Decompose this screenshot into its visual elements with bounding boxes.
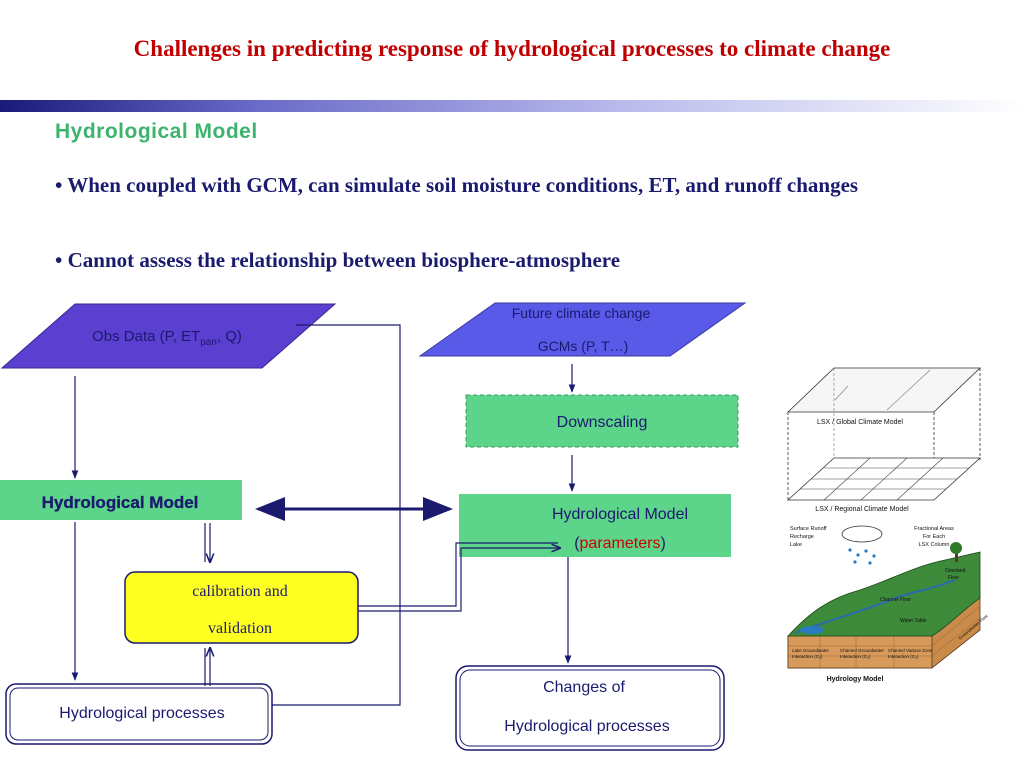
- figure-mid-label: LSX / Regional Climate Model: [815, 506, 909, 513]
- bottom-label-0: Lake Groundwater: [792, 648, 830, 653]
- cloud-icon: [841, 525, 883, 543]
- bullet-biosphere: • Cannot assess the relationship between…: [55, 248, 621, 272]
- bottom-label-1: Interaction (C₀): [792, 654, 823, 659]
- connectors: [71, 324, 576, 706]
- hydrology-model-figure: LSX / Global Climate Model LSX / Regiona…: [778, 365, 989, 683]
- figure-right-label-0: Fractional Areas: [914, 526, 954, 532]
- double-line-e: [358, 542, 558, 607]
- gcm-label: GCMs (P, T…): [538, 338, 629, 354]
- terrain-surface: [787, 551, 981, 637]
- downscaling-node: Downscaling: [465, 394, 739, 448]
- figure-left-label-1: Recharge: [790, 534, 814, 540]
- changes-label-line1: Changes of: [543, 679, 625, 696]
- rain-drops-icon: [848, 548, 876, 565]
- figure-right-label-1: For Each: [923, 534, 945, 540]
- terrain-label-3: Water Table: [900, 618, 927, 624]
- figure-bottom-label: Hydrology Model: [827, 676, 884, 683]
- terrain-label-2: Channel Flow: [880, 597, 911, 603]
- hydro-model-left-node: Hydrological Model: [0, 480, 242, 520]
- parameters-label: (parameters): [574, 535, 666, 552]
- tree-icon: [950, 542, 962, 554]
- obs-data-node: Obs Data (P, ETpan, Q): [0, 303, 337, 369]
- bottom-label-5: Interaction (C₀): [888, 654, 919, 659]
- downscaling-label: Downscaling: [557, 414, 648, 431]
- figure-right-label-2: LSX Column: [919, 542, 950, 548]
- hydro-processes-left-label: Hydrological processes: [59, 705, 224, 722]
- future-climate-node: Future climate change GCMs (P, T…): [418, 302, 747, 357]
- title-divider: [0, 100, 1024, 112]
- tree-trunk-icon: [955, 552, 958, 562]
- hydro-processes-left-node: Hydrological processes: [5, 683, 273, 745]
- section-heading: Hydrological Model: [55, 120, 258, 143]
- hydro-model-left-label: Hydrological Model: [42, 493, 199, 512]
- hydro-model-right-label: Hydrological Model: [552, 506, 688, 523]
- future-climate-label: Future climate change: [512, 305, 651, 321]
- double-line-f: [358, 548, 560, 612]
- channel-stream: [794, 579, 956, 634]
- calibration-node: calibration and validation: [124, 571, 359, 644]
- lake-shape: [800, 626, 824, 634]
- changes-label-line2: Hydrological processes: [504, 718, 669, 735]
- hydro-model-right-node: Hydrological Model (parameters): [459, 494, 731, 557]
- bottom-label-4: Channel Vadose Zone: [888, 648, 933, 653]
- figure-left-label-2: Lake: [790, 542, 802, 548]
- bottom-label-2: Channel Groundwater: [840, 648, 885, 653]
- bottom-label-3: Interaction (C₀): [840, 654, 871, 659]
- calibration-label: calibration and: [192, 583, 288, 600]
- figure-left-label-0: Surface Runoff: [790, 526, 827, 532]
- bullet-gcm-coupling: • When coupled with GCM, can simulate so…: [55, 173, 859, 197]
- terrain-label-1: Flow: [948, 575, 959, 581]
- line-obs-to-processes: [272, 324, 401, 706]
- validation-label: validation: [208, 620, 272, 637]
- changes-node: Changes of Hydrological processes: [455, 665, 725, 751]
- terrain-label-0: Overland: [945, 568, 966, 574]
- obs-data-label: Obs Data (P, ETpan, Q): [92, 328, 242, 348]
- figure-top-label: LSX / Global Climate Model: [817, 419, 903, 426]
- slide-title: Challenges in predicting response of hyd…: [133, 36, 891, 61]
